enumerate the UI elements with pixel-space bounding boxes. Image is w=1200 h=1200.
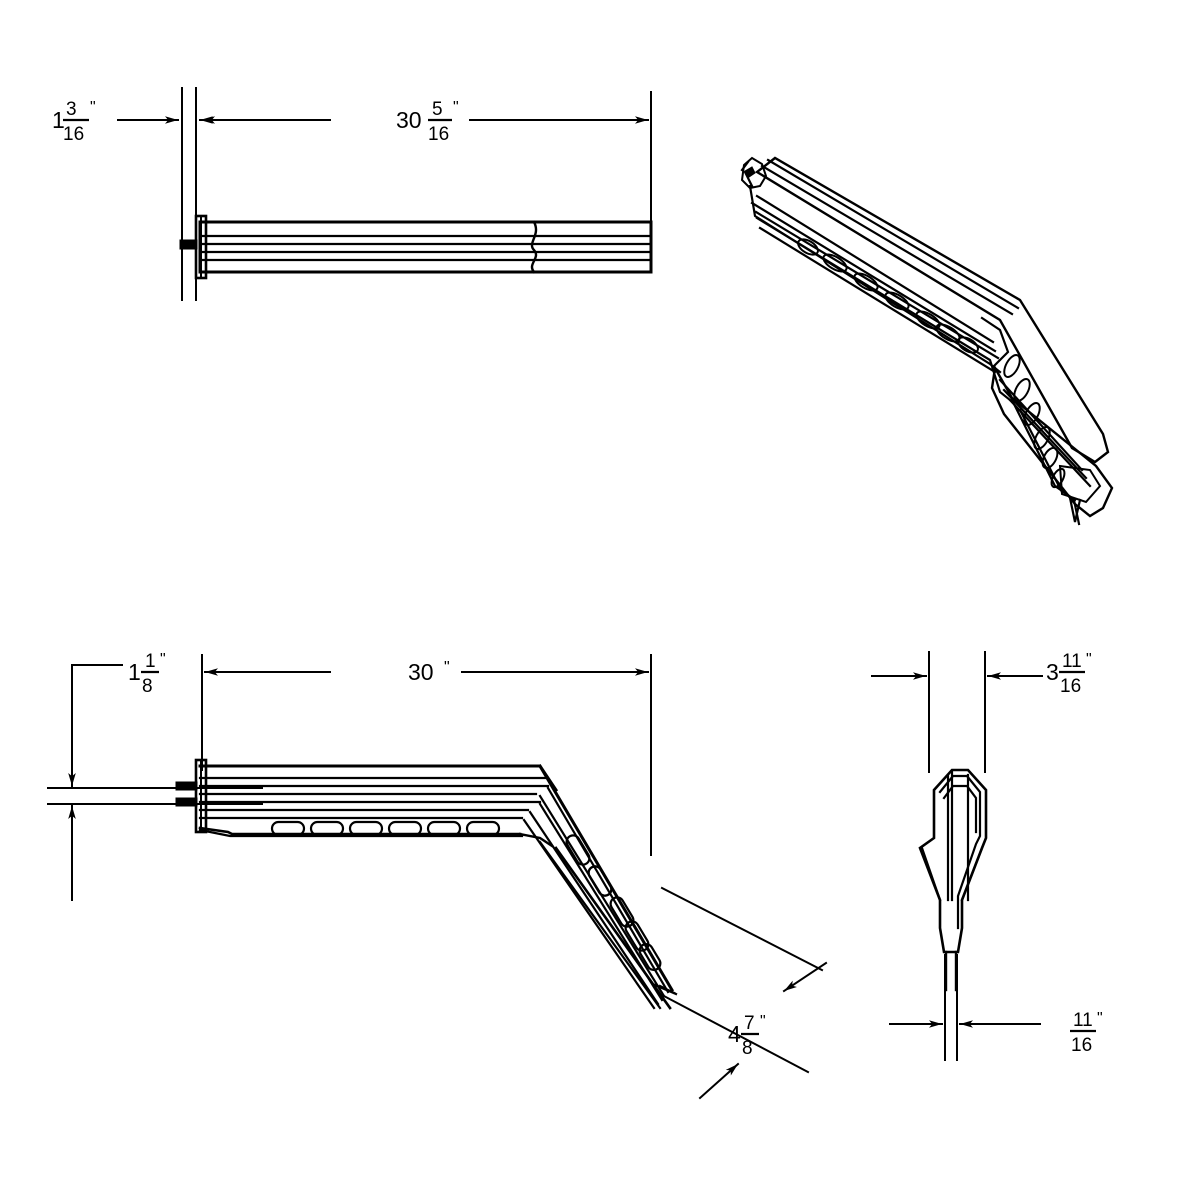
dim-1-3-16-denominator: 16 <box>63 124 84 145</box>
side-elevation-geometry <box>47 654 678 1010</box>
dimension-label-30-5-16: 30 5 16 " <box>396 99 459 145</box>
dimension-line-4-7-8 <box>660 886 828 1100</box>
dim-3-11-16-inch-mark: " <box>1086 651 1092 668</box>
dim-30-whole: 30 <box>408 659 434 685</box>
isometric-upper-slots <box>797 238 979 354</box>
isometric-lower-slots <box>1003 354 1066 489</box>
dim-3-11-16-numerator: 11 <box>1062 651 1082 672</box>
dim-1-3-16-inch-mark: " <box>90 99 96 116</box>
dim-1-1-8-denominator: 8 <box>142 676 153 697</box>
dim-1-3-16-numerator: 3 <box>66 99 77 120</box>
dim-1-1-8-whole: 1 <box>128 659 141 685</box>
side-view-horizontal-slots <box>270 820 501 837</box>
dim-4-7-8-numerator: 7 <box>744 1013 755 1034</box>
dim-1-1-8-inch-mark: " <box>160 651 166 668</box>
dimension-label-3-11-16: 3 11 16 " <box>1046 651 1092 697</box>
dim-4-7-8-denominator: 8 <box>742 1038 753 1059</box>
dimension-label-30: 30 " <box>408 659 450 685</box>
dim-4-7-8-whole: 4 <box>728 1021 741 1047</box>
dim-11-16-denominator: 16 <box>1071 1035 1092 1056</box>
dim-30-5-16-denominator: 16 <box>428 124 449 145</box>
dim-11-16-inch-mark: " <box>1097 1010 1103 1027</box>
dim-30-5-16-numerator: 5 <box>432 99 443 120</box>
dimension-label-4-7-8: 4 7 8 " <box>728 1013 766 1059</box>
top-view-geometry <box>179 87 653 301</box>
dim-4-7-8-inch-mark: " <box>760 1013 766 1030</box>
dimension-label-1-1-8: 1 1 8 " <box>128 651 166 697</box>
side-view-diagonal-slots <box>565 834 662 972</box>
isometric-view-geometry <box>740 156 1114 526</box>
dimension-label-11-16: 11 16 " <box>1070 1010 1103 1056</box>
dim-11-16-numerator: 11 <box>1073 1010 1093 1031</box>
dim-3-11-16-denominator: 16 <box>1060 676 1081 697</box>
dim-3-11-16-whole: 3 <box>1046 659 1059 685</box>
dim-30-inch-mark: " <box>444 659 450 676</box>
end-view-geometry <box>918 651 988 1061</box>
dim-1-3-16-whole: 1 <box>52 107 65 133</box>
dim-30-5-16-inch-mark: " <box>453 99 459 116</box>
dim-1-1-8-numerator: 1 <box>145 651 156 672</box>
dimension-label-1-3-16: 1 3 16 " <box>52 99 96 145</box>
dim-30-5-16-whole: 30 <box>396 107 422 133</box>
